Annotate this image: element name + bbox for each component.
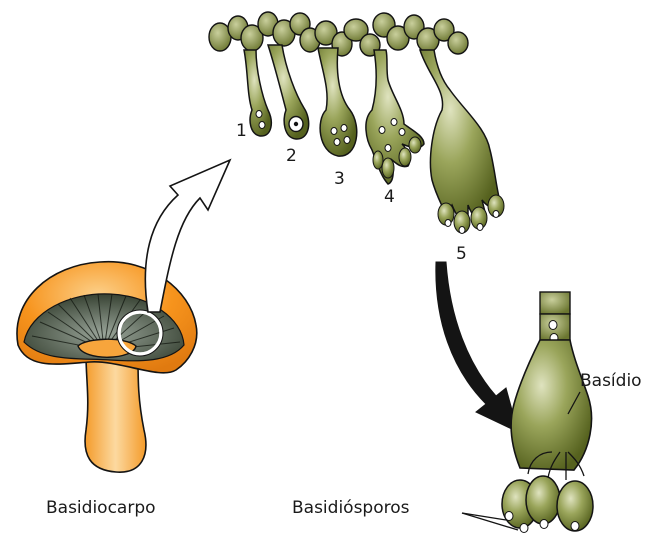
nucleus	[334, 139, 340, 146]
spore	[409, 137, 421, 153]
stage-5-basidium	[420, 50, 504, 234]
stage-label-5: 5	[456, 244, 467, 264]
nucleus	[341, 125, 347, 132]
stage-label-4: 4	[384, 187, 395, 207]
nucleus	[477, 224, 483, 231]
nucleus	[379, 127, 385, 134]
nucleus	[399, 129, 405, 136]
basidiospore	[526, 476, 560, 524]
basidium-label: Basídio	[580, 371, 642, 391]
nucleus	[344, 137, 350, 144]
basidiospores-label: Basidiósporos	[292, 498, 410, 518]
basidiocarp-label: Basidiocarpo	[46, 498, 156, 518]
basidiospore-leader-line-1	[462, 513, 506, 520]
hollow-arrow	[145, 160, 230, 312]
stage-4-basidium	[366, 50, 424, 184]
nucleus	[331, 128, 337, 135]
stage-label-3: 3	[334, 169, 345, 189]
spore	[399, 148, 411, 166]
nucleus	[385, 145, 391, 152]
stage-label-1: 1	[236, 121, 247, 141]
nucleus	[445, 220, 451, 227]
mushroom-stem	[85, 355, 146, 472]
solid-black-arrow	[436, 262, 518, 432]
enlarged-basidium	[502, 292, 593, 533]
stage-label-2: 2	[286, 146, 297, 166]
nucleus	[493, 211, 499, 218]
basidiocarp-mushroom	[17, 262, 197, 472]
spore	[373, 151, 383, 169]
nucleus	[459, 227, 465, 234]
stage-3-basidium	[318, 48, 357, 156]
nucleus	[256, 111, 262, 118]
nucleus	[391, 119, 397, 126]
stage-1-basidium	[244, 50, 271, 136]
nucleus	[259, 122, 265, 129]
spore	[382, 158, 394, 178]
stage-2-basidium	[268, 45, 309, 139]
